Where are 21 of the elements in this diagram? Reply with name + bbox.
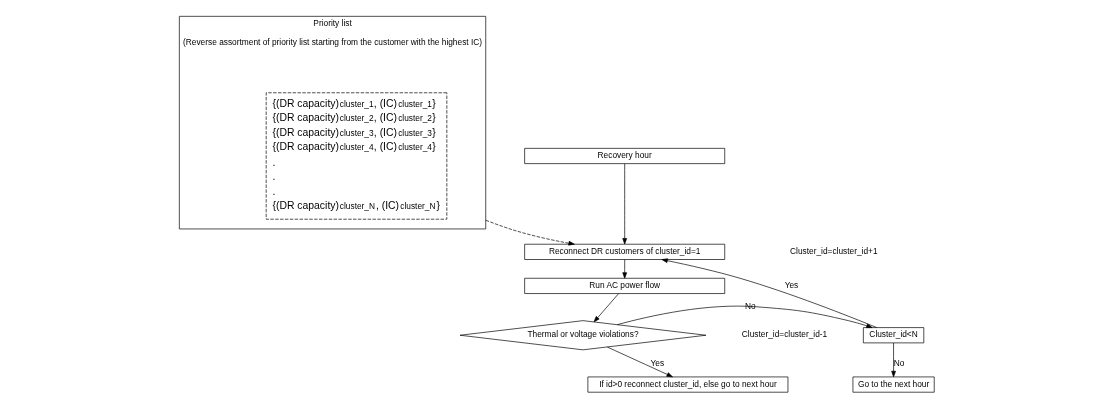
arrow [622, 259, 627, 279]
label: Cluster_id=cluster_id+1 [790, 246, 878, 257]
arrow [616, 305, 873, 329]
node-box: {(DR capacity)cluster_1, (IC)cluster_1} {(DR capacity)cluster_2, (IC)cluster_2} {(DR capacity)cluster_3, (IC)cluster_3} {(DR capacity)cluster_4, (IC)cluster_4} . . . {(DR capacity)cluster_N, (IC)cluster_N} [265, 92, 448, 220]
arrow [607, 346, 673, 378]
node-diamond: Thermal or voltage violations? [459, 320, 707, 351]
edge-label: Yes [650, 357, 665, 368]
arrow [622, 163, 627, 245]
node-box: Recovery hour [524, 148, 726, 164]
arrow [593, 293, 619, 323]
node-box: Reconnect DR customers of cluster_id=1 [524, 243, 726, 260]
node-box: Cluster_id<N [863, 327, 925, 344]
node-box: Go to the next hour [852, 376, 935, 393]
edge-label: No [893, 357, 905, 368]
arrow [485, 219, 575, 246]
edge-label: Yes [784, 280, 799, 291]
arrow [891, 342, 896, 378]
node-box: Run AC power flow [524, 277, 726, 294]
node-box: If id>0 reconnect cluster_id, else go to next hour [587, 376, 789, 393]
label: Cluster_id=cluster_id-1 [741, 329, 828, 340]
arrow [661, 258, 878, 328]
